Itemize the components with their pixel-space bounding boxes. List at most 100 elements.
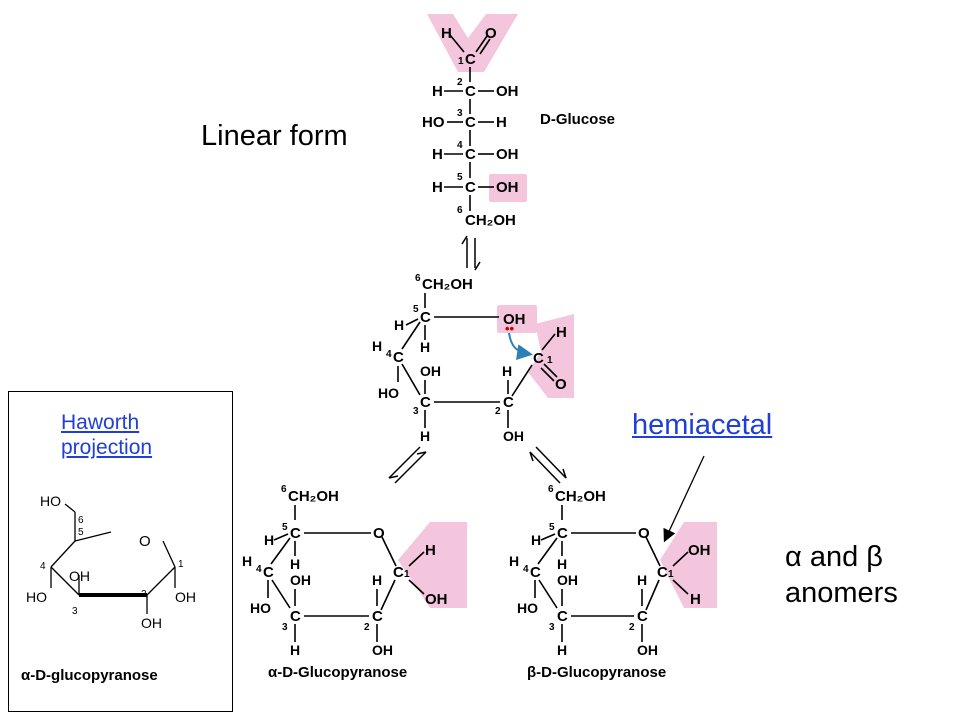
alpha-ch2oh: CH₂OH: [288, 488, 339, 505]
int-n2: 2: [495, 406, 501, 417]
glc-o1: O: [485, 25, 497, 42]
haworth-caption: α-D-glucopyranose: [21, 667, 158, 684]
int-o1: O: [555, 376, 567, 393]
alpha-c4: C: [263, 564, 274, 581]
haworth-link-line2[interactable]: projection: [61, 436, 153, 459]
haworth-ho4: HO: [26, 589, 47, 605]
alpha-n1: 1: [404, 569, 410, 580]
alpha-oh4: OH: [290, 572, 311, 588]
beta-ch2oh: CH₂OH: [555, 488, 606, 505]
alpha-oh2: OH: [372, 642, 393, 658]
glc-n6: 6: [457, 205, 463, 216]
haworth-oh2: OH: [141, 615, 162, 631]
haworth-num-2: 2: [141, 589, 147, 600]
anomers-label-line2: anomers: [785, 577, 898, 609]
beta-ring-o: O: [638, 525, 650, 542]
hemiacetal-link[interactable]: hemiacetal: [632, 409, 773, 441]
glc-ho3: HO: [422, 114, 445, 131]
glc-n1: 1: [458, 56, 464, 67]
alpha-c5: C: [290, 525, 301, 542]
glc-c5: C: [465, 179, 476, 196]
alpha-h2: H: [372, 572, 382, 588]
haworth-oh4: OH: [69, 568, 90, 584]
alpha-n3: 3: [282, 622, 288, 633]
beta-oh4: OH: [557, 572, 578, 588]
haworth-ring-o: O: [139, 533, 151, 550]
haworth-num-6: 6: [78, 515, 84, 526]
beta-h5b: H: [557, 556, 567, 572]
int-lone-pair: ••: [505, 321, 515, 336]
int-n5: 5: [413, 304, 419, 315]
beta-c5: C: [557, 525, 568, 542]
anomers-label-line1: α and β: [785, 541, 883, 573]
mechanism-curved-arrow: [508, 332, 533, 361]
beta-n5: 5: [549, 522, 555, 533]
beta-n3: 3: [549, 622, 555, 633]
glc-n2: 2: [457, 77, 463, 88]
int-h5b: H: [420, 339, 430, 355]
int-n4: 4: [386, 349, 392, 360]
beta-n4: 4: [523, 564, 529, 575]
int-h1: H: [556, 324, 567, 341]
alpha-h5b: H: [290, 556, 300, 572]
beta-h4: H: [509, 553, 519, 569]
beta-n2: 2: [629, 622, 635, 633]
alpha-h3: H: [290, 642, 300, 658]
glc-c6: CH₂OH: [465, 212, 516, 229]
glc-h3: H: [496, 114, 507, 131]
int-oh3: OH: [420, 363, 441, 379]
int-n3: 3: [413, 406, 419, 417]
beta-c1: C: [657, 564, 668, 581]
int-c4: C: [393, 349, 404, 366]
alpha-n4: 4: [256, 564, 262, 575]
equilibrium-arrows: [388, 235, 567, 484]
int-h5a: H: [394, 317, 404, 333]
haworth-projection-panel: Haworth projection HO 6 5 O: [8, 391, 233, 712]
int-oh2: OH: [503, 428, 524, 444]
haworth-num-4: 4: [40, 561, 46, 572]
haworth-num-5: 5: [78, 527, 84, 538]
alpha-name: α-D-Glucopyranose: [268, 664, 407, 681]
glc-n5: 5: [457, 172, 463, 183]
alpha-n2: 2: [364, 622, 370, 633]
int-n1: 1: [547, 355, 553, 366]
haworth-num-1: 1: [178, 559, 184, 570]
haworth-num-3: 3: [72, 606, 78, 617]
int-h3: H: [420, 428, 430, 444]
beta-oh2: OH: [637, 642, 658, 658]
haworth-ho6: HO: [40, 493, 61, 509]
int-h2: H: [502, 363, 512, 379]
alpha-ho4: HO: [250, 600, 271, 616]
hemiacetal-pointer-arrow: [663, 455, 705, 543]
int-h4: H: [372, 338, 382, 354]
alpha-n5: 5: [282, 522, 288, 533]
alpha-n6: 6: [281, 484, 287, 495]
glc-c3: C: [465, 114, 476, 131]
int-oh-top: OH: [503, 311, 526, 328]
beta-h5: H: [531, 532, 541, 548]
alpha-oh1: OH: [425, 591, 448, 608]
highlight-shapes: [398, 14, 717, 608]
beta-name: β-D-Glucopyranose: [527, 664, 666, 681]
beta-oh1: OH: [688, 542, 711, 559]
glc-oh5: OH: [496, 179, 519, 196]
int-ho4: HO: [378, 385, 399, 401]
haworth-link-line1[interactable]: Haworth: [61, 411, 140, 434]
alpha-c2: C: [372, 608, 383, 625]
beta-h3: H: [557, 642, 567, 658]
glc-h2: H: [432, 83, 443, 100]
glucose-name: D-Glucose: [540, 111, 615, 128]
glc-oh4: OH: [496, 146, 519, 163]
beta-ho4: HO: [517, 600, 538, 616]
int-c3: C: [420, 394, 431, 411]
beta-c4: C: [530, 564, 541, 581]
glc-c2: C: [465, 83, 476, 100]
int-c1: C: [533, 350, 544, 367]
bond-lines: [267, 34, 689, 642]
linear-form-label: Linear form: [201, 120, 348, 152]
int-c2: C: [503, 394, 514, 411]
int-ch2oh: CH₂OH: [422, 276, 473, 293]
glc-n4: 4: [457, 140, 463, 151]
